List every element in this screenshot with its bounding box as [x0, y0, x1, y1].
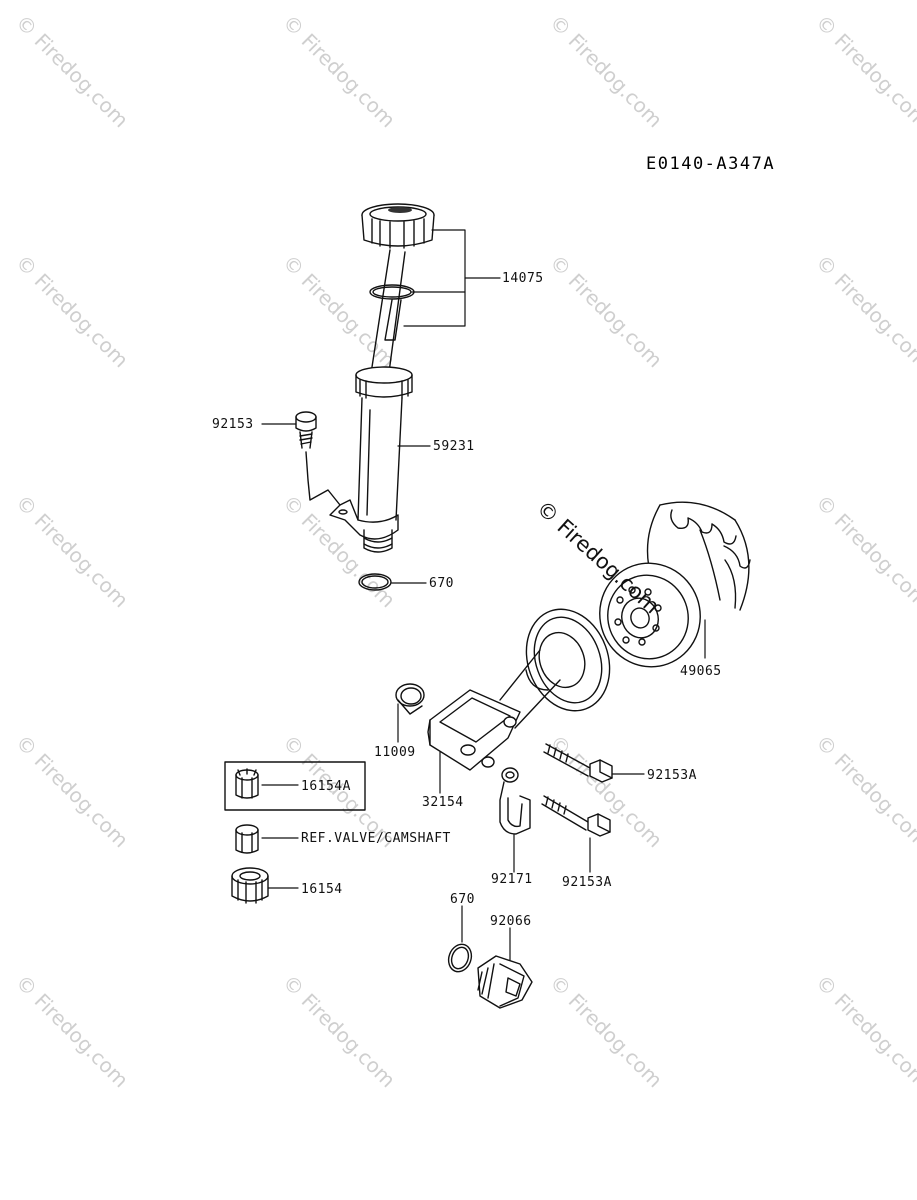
label-92153[interactable]: 92153	[212, 417, 254, 432]
o-ring-670-top[interactable]	[358, 573, 392, 591]
label-11009[interactable]: 11009	[374, 745, 416, 760]
label-92066[interactable]: 92066	[490, 914, 532, 929]
label-92171[interactable]: 92171	[491, 872, 533, 887]
oil-filler-tube[interactable]	[329, 366, 413, 553]
label-ref-valve-camshaft: REF.VALVE/CAMSHAFT	[301, 831, 451, 846]
o-ring-cap[interactable]	[369, 284, 415, 300]
bolt-position-line	[305, 451, 341, 506]
oil-filter[interactable]	[585, 501, 751, 681]
label-16154a[interactable]: 16154A	[301, 779, 351, 794]
clamp-92171[interactable]	[499, 767, 531, 835]
oil-pipe[interactable]	[427, 649, 561, 771]
label-32154[interactable]: 32154	[422, 795, 464, 810]
bolt-92153a-lower[interactable]	[541, 795, 611, 837]
o-ring-11009[interactable]	[395, 683, 425, 715]
label-14075[interactable]: 14075	[502, 271, 544, 286]
drain-plug[interactable]	[477, 955, 533, 1009]
diagram-code: E0140-A347A	[646, 154, 776, 174]
bolt-92153a-upper[interactable]	[543, 743, 613, 783]
rotor-ref[interactable]	[235, 824, 259, 854]
dipstick-gauge[interactable]	[369, 249, 406, 381]
o-ring-670-bottom[interactable]	[445, 941, 475, 975]
label-16154[interactable]: 16154	[301, 882, 343, 897]
label-670-bottom[interactable]: 670	[450, 892, 475, 907]
label-92153a-lower[interactable]: 92153A	[562, 875, 612, 890]
oil-filter-mount-plate[interactable]	[513, 597, 624, 722]
box-16154a	[224, 761, 366, 811]
rotor-16154[interactable]	[231, 867, 269, 904]
label-59231[interactable]: 59231	[433, 439, 475, 454]
rotor-16154a[interactable]	[235, 768, 259, 799]
bolt-92153[interactable]	[295, 411, 317, 449]
label-92153a-upper[interactable]: 92153A	[647, 768, 697, 783]
label-670-top[interactable]: 670	[429, 576, 454, 591]
oil-filler-cap[interactable]	[361, 203, 435, 249]
leader-lines	[261, 229, 706, 961]
label-49065[interactable]: 49065	[680, 664, 722, 679]
